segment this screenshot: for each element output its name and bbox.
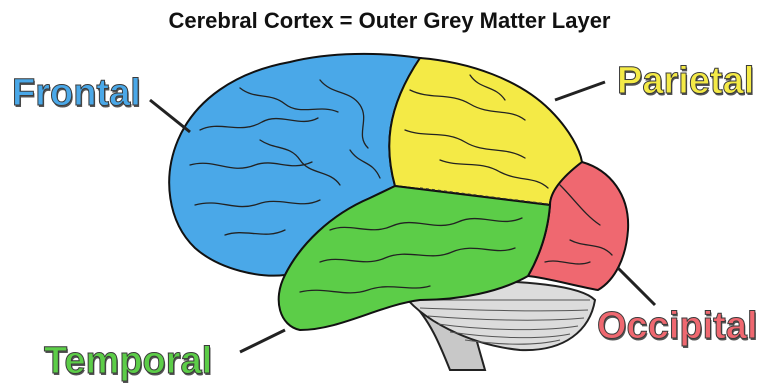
parietal-leader <box>555 82 605 100</box>
occipital-label: Occipital <box>597 305 758 348</box>
frontal-leader <box>150 100 190 132</box>
parietal-lobe <box>389 58 582 205</box>
parietal-label: Parietal <box>617 60 754 103</box>
temporal-label: Temporal <box>44 340 212 383</box>
temporal-leader <box>240 330 285 352</box>
frontal-label: Frontal <box>12 72 141 115</box>
occipital-leader <box>618 268 655 305</box>
